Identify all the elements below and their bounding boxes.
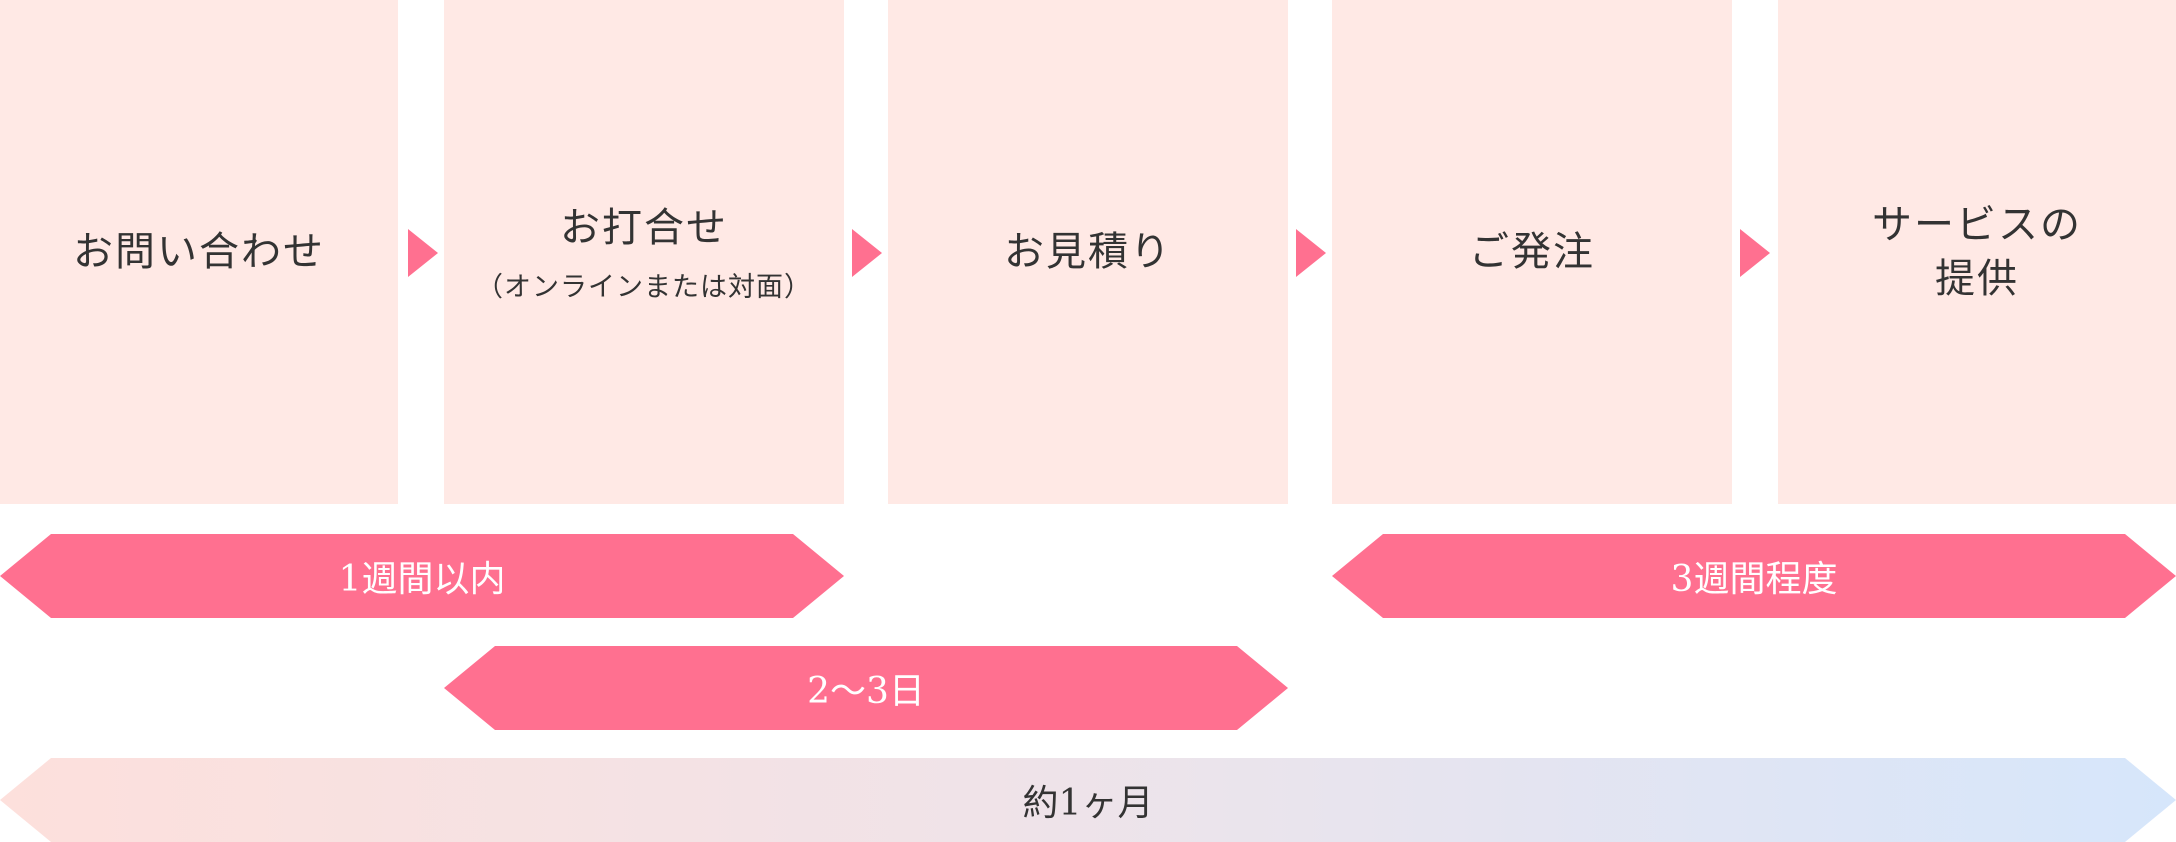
arrow-right-icon — [1740, 229, 1770, 277]
step-subtitle: （オンラインまたは対面） — [476, 271, 812, 303]
step-order: ご発注 — [1332, 0, 1732, 504]
step-title-line1: サービスの — [1872, 202, 2082, 248]
duration-band-1: 1週間以内 — [0, 534, 844, 618]
step-inquiry: お問い合わせ — [0, 0, 398, 504]
duration-band-total: 約1ヶ月 — [0, 758, 2176, 842]
step-estimate: お見積り — [888, 0, 1288, 504]
step-title-line2: 提供 — [1935, 256, 2019, 302]
duration-label: 2〜3日 — [807, 671, 925, 712]
arrow-right-icon — [852, 229, 882, 277]
arrow-right-icon — [408, 229, 438, 277]
duration-label: 約1ヶ月 — [1022, 783, 1154, 824]
duration-band-3: 3週間程度 — [1332, 534, 2176, 618]
step-title: お打合せ — [560, 204, 728, 251]
step-title: お問い合わせ — [73, 229, 325, 275]
step-meeting: お打合せ （オンラインまたは対面） — [444, 0, 844, 504]
step-title: お見積り — [1004, 229, 1172, 275]
step-service: サービスの 提供 — [1778, 0, 2176, 504]
duration-band-2: 2〜3日 — [444, 646, 1288, 730]
duration-label: 1週間以内 — [338, 559, 506, 600]
step-title: ご発注 — [1469, 229, 1595, 275]
arrow-right-icon — [1296, 229, 1326, 277]
duration-label: 3週間程度 — [1670, 559, 1838, 600]
